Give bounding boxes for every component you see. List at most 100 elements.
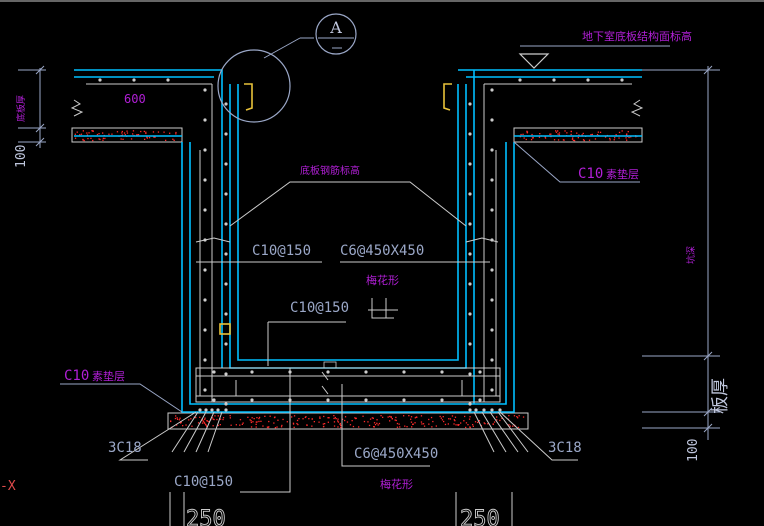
- concrete-speck: [369, 418, 372, 420]
- concrete-speck: [146, 136, 148, 138]
- concrete-speck: [408, 415, 410, 417]
- concrete-speck: [82, 139, 84, 141]
- concrete-speck: [410, 416, 413, 418]
- rebar-dot: [552, 78, 556, 82]
- concrete-speck: [116, 131, 119, 133]
- rebar-c10-top-label: C10@150: [252, 243, 311, 259]
- concrete-speck: [420, 421, 423, 423]
- concrete-speck: [389, 415, 391, 418]
- concrete-speck: [406, 426, 408, 428]
- rebar-dot: [212, 370, 216, 374]
- rebar-dot: [474, 408, 478, 412]
- concrete-speck: [201, 419, 204, 421]
- concrete-speck: [311, 418, 313, 420]
- concrete-speck: [120, 138, 122, 140]
- concrete-speck: [195, 416, 197, 419]
- concrete-speck: [349, 424, 352, 426]
- concrete-speck: [126, 132, 129, 134]
- concrete-speck: [235, 424, 237, 426]
- rebar-dot: [224, 132, 228, 136]
- concrete-speck: [217, 415, 219, 417]
- concrete-speck: [239, 424, 241, 426]
- concrete-speck: [467, 424, 469, 426]
- concrete-speck: [87, 137, 89, 140]
- concrete-speck: [121, 130, 123, 133]
- rebar-dot: [224, 282, 228, 286]
- rebar-dot: [468, 372, 472, 376]
- rebar-dot: [468, 222, 472, 226]
- concrete-speck: [137, 134, 140, 136]
- concrete-speck: [242, 422, 244, 424]
- concrete-speck: [339, 422, 341, 425]
- concrete-speck: [557, 133, 559, 135]
- concrete-speck: [553, 139, 556, 141]
- concrete-speck: [152, 131, 155, 133]
- concrete-speck: [239, 419, 242, 421]
- rebar-dot: [468, 402, 472, 406]
- concrete-speck: [313, 421, 315, 423]
- square-cursor-icon[interactable]: [219, 323, 231, 335]
- concrete-speck: [442, 416, 444, 418]
- concrete-speck: [130, 138, 133, 140]
- concrete-speck: [276, 426, 278, 428]
- concrete-speck: [455, 424, 457, 426]
- concrete-speck: [414, 417, 416, 419]
- concrete-speck: [432, 420, 434, 423]
- tick-r1: [703, 65, 713, 75]
- concrete-speck: [525, 138, 527, 141]
- concrete-speck: [395, 416, 397, 419]
- dim-250-right-label: 250: [460, 507, 500, 526]
- concrete-speck: [398, 423, 400, 425]
- rebar-dot: [224, 342, 228, 346]
- rebar-dot: [468, 312, 472, 316]
- concrete-speck: [182, 425, 184, 427]
- concrete-speck: [404, 425, 406, 427]
- concrete-speck: [337, 420, 339, 422]
- concrete-speck: [615, 134, 617, 136]
- concrete-speck: [522, 416, 525, 418]
- concrete-speck: [618, 131, 621, 134]
- pit-wall-outline: [74, 69, 642, 413]
- concrete-speck: [621, 130, 623, 132]
- concrete-speck: [396, 426, 399, 428]
- concrete-speck: [625, 134, 628, 136]
- concrete-speck: [206, 420, 209, 422]
- concrete-speck: [469, 416, 471, 418]
- leader-3c18-right: [499, 411, 578, 461]
- circle-callout-icon[interactable]: [315, 13, 357, 55]
- concrete-speck: [431, 426, 433, 428]
- concrete-speck: [292, 422, 295, 424]
- concrete-speck: [296, 419, 299, 422]
- detail-marker-letter: A: [329, 18, 342, 37]
- concrete-speck: [564, 130, 566, 132]
- concrete-speck: [82, 130, 84, 132]
- slab-thickness-left-label: 底板厚: [15, 95, 27, 122]
- concrete-speck: [140, 130, 142, 133]
- concrete-speck: [454, 420, 456, 422]
- concrete-speck: [440, 417, 442, 419]
- concrete-speck: [582, 132, 584, 135]
- break-symbol-left: [70, 99, 84, 117]
- concrete-speck: [582, 139, 585, 141]
- concrete-speck: [176, 424, 178, 426]
- concrete-speck: [262, 425, 264, 427]
- concrete-speck: [132, 130, 135, 132]
- concrete-speck: [351, 420, 353, 422]
- concrete-speck: [346, 421, 349, 423]
- concrete-speck: [92, 130, 94, 132]
- concrete-speck: [483, 422, 485, 424]
- concrete-speck: [291, 416, 293, 418]
- concrete-speck: [250, 426, 253, 428]
- concrete-speck: [173, 139, 175, 141]
- concrete-speck: [538, 136, 541, 138]
- concrete-speck: [412, 423, 414, 425]
- concrete-speck: [341, 418, 344, 420]
- concrete-speck: [441, 419, 444, 421]
- concrete-speck: [526, 131, 529, 133]
- concrete-speck: [557, 130, 559, 132]
- concrete-speck: [590, 134, 592, 136]
- rebar-dot: [250, 370, 254, 374]
- rebar-dot: [224, 222, 228, 226]
- concrete-speck: [358, 426, 360, 428]
